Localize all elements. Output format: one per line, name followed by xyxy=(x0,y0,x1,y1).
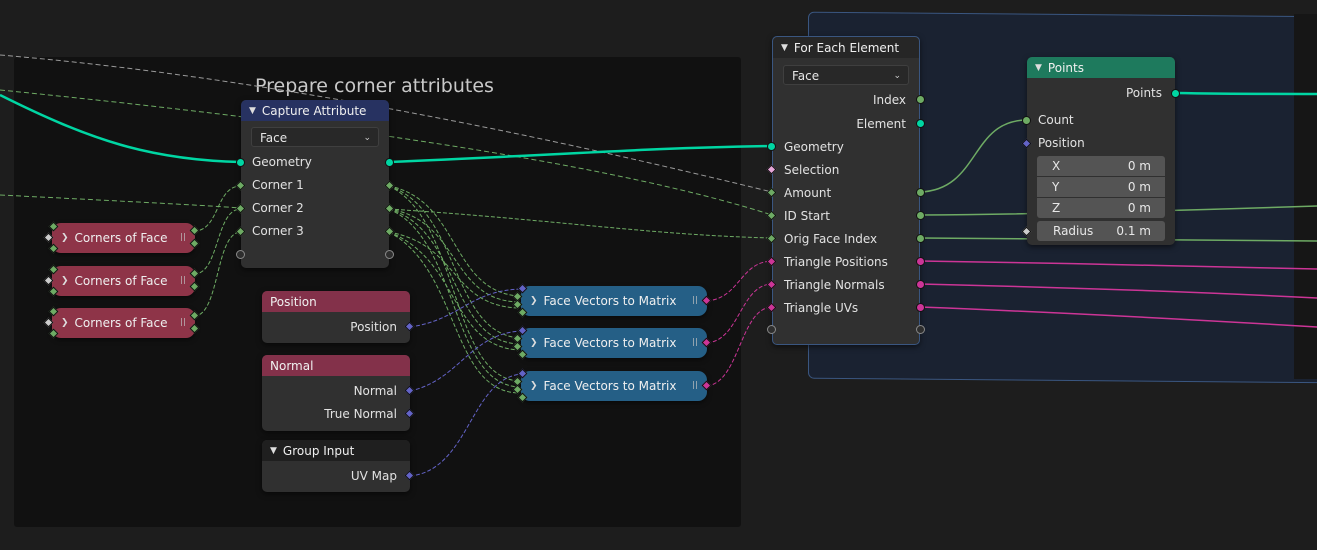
for-each-selection-label: Selection xyxy=(784,163,840,177)
corners-of-face-node-3[interactable]: ❯ Corners of Face | | xyxy=(52,308,195,338)
link-dashed-1 xyxy=(0,54,773,193)
face-vectors-to-matrix-node-1[interactable]: ❯ Face Vectors to Matrix | | xyxy=(521,286,707,316)
points-count-label: Count xyxy=(1038,113,1074,127)
chevron-right-icon[interactable]: ❯ xyxy=(530,381,538,391)
points-radius-field[interactable]: Radius 0.1 m xyxy=(1037,221,1165,241)
for-each-header[interactable]: ▼ For Each Element xyxy=(773,37,919,58)
grip-icon: | | xyxy=(692,380,698,389)
points-count-in-socket[interactable] xyxy=(1022,116,1031,125)
for-each-amount-out-socket[interactable] xyxy=(916,188,925,197)
points-output-label: Points xyxy=(1125,86,1162,100)
for-each-amount-label: Amount xyxy=(784,186,832,200)
normal-node[interactable]: Normal Normal True Normal xyxy=(262,355,410,431)
points-title: Points xyxy=(1047,60,1084,75)
chevron-right-icon[interactable]: ❯ xyxy=(61,318,69,328)
position-node[interactable]: Position Position xyxy=(262,291,410,343)
for-each-triangle-normals-out-socket[interactable] xyxy=(916,280,925,289)
face-vectors-to-matrix-node-2[interactable]: ❯ Face Vectors to Matrix | | xyxy=(521,328,707,358)
capture-attribute-header[interactable]: ▼ Capture Attribute xyxy=(241,100,389,121)
capture-extend-in-socket[interactable] xyxy=(236,250,245,259)
position-output-label: Position xyxy=(350,320,397,334)
for-each-geometry-label: Geometry xyxy=(784,140,844,154)
normal-title: Normal xyxy=(270,358,314,373)
capture-geometry-label: Geometry xyxy=(252,155,312,169)
chevron-down-icon[interactable]: ▼ xyxy=(781,42,788,53)
corners-of-face-node-2[interactable]: ❯ Corners of Face | | xyxy=(52,266,195,296)
points-header[interactable]: ▼ Points xyxy=(1027,57,1175,78)
grip-icon: | | xyxy=(180,232,186,241)
link-corner1 xyxy=(193,185,242,232)
grip-icon: | | xyxy=(692,337,698,346)
index-out-socket[interactable] xyxy=(916,95,925,104)
points-node[interactable]: ▼ Points Points Count Position X 0 m Y 0… xyxy=(1027,57,1175,245)
capture-corner2-label: Corner 2 xyxy=(252,201,304,215)
chevron-down-icon: ⌄ xyxy=(363,133,371,143)
corners-of-face-node-1[interactable]: ❯ Corners of Face | | xyxy=(52,223,195,253)
for-each-geometry-in-socket[interactable] xyxy=(767,142,776,151)
frame-title: Prepare corner attributes xyxy=(255,75,494,97)
chevron-down-icon[interactable]: ▼ xyxy=(1035,62,1042,73)
for-each-element-node[interactable]: ▼ For Each Element Face ⌄ Index Element … xyxy=(772,36,920,345)
points-x-field[interactable]: X 0 m xyxy=(1037,156,1165,176)
points-out-socket[interactable] xyxy=(1171,89,1180,98)
capture-corner1-label: Corner 1 xyxy=(252,178,304,192)
normal-header[interactable]: Normal xyxy=(262,355,410,376)
grip-icon: | | xyxy=(692,295,698,304)
position-title: Position xyxy=(270,294,317,309)
capture-corner3-label: Corner 3 xyxy=(252,224,304,238)
link-geometry-in xyxy=(0,93,242,164)
for-each-orig-face-index-out-socket[interactable] xyxy=(916,234,925,243)
uv-map-output-label: UV Map xyxy=(350,469,397,483)
points-y-field[interactable]: Y 0 m xyxy=(1037,177,1165,197)
chevron-down-icon[interactable]: ▼ xyxy=(249,105,256,116)
for-each-extend-out-socket[interactable] xyxy=(916,325,925,334)
chevron-right-icon[interactable]: ❯ xyxy=(530,338,538,348)
group-input-node[interactable]: ▼ Group Input UV Map xyxy=(262,440,410,492)
grip-icon: | | xyxy=(180,317,186,326)
for-each-id-start-label: ID Start xyxy=(784,209,830,223)
link-corner3 xyxy=(193,231,242,317)
dark-node-edge xyxy=(1294,14,1317,379)
capture-geometry-out-socket[interactable] xyxy=(385,158,394,167)
capture-domain-select[interactable]: Face ⌄ xyxy=(251,127,379,147)
capture-attribute-title: Capture Attribute xyxy=(261,103,367,118)
capture-attribute-node[interactable]: ▼ Capture Attribute Face ⌄ Geometry Corn… xyxy=(241,100,389,268)
chevron-down-icon: ⌄ xyxy=(893,71,901,81)
link-dashed-2 xyxy=(0,89,773,216)
for-each-triangle-positions-out-socket[interactable] xyxy=(916,257,925,266)
for-each-id-start-out-socket[interactable] xyxy=(916,211,925,220)
element-out-socket[interactable] xyxy=(916,119,925,128)
capture-extend-out-socket[interactable] xyxy=(385,250,394,259)
link-corner2 xyxy=(193,208,242,275)
capture-geometry-in-socket[interactable] xyxy=(236,158,245,167)
points-position-label: Position xyxy=(1038,136,1085,150)
for-each-orig-face-index-label: Orig Face Index xyxy=(784,232,878,246)
group-input-title: Group Input xyxy=(282,443,355,458)
chevron-right-icon[interactable]: ❯ xyxy=(61,233,69,243)
chevron-right-icon[interactable]: ❯ xyxy=(530,296,538,306)
chevron-right-icon[interactable]: ❯ xyxy=(61,276,69,286)
link-points-out xyxy=(1175,91,1317,96)
chevron-down-icon[interactable]: ▼ xyxy=(270,445,277,456)
true-normal-output-label: True Normal xyxy=(324,407,397,421)
index-output-label: Index xyxy=(872,93,906,107)
points-z-field[interactable]: Z 0 m xyxy=(1037,198,1165,218)
element-output-label: Element xyxy=(856,117,906,131)
link-dashed-3 xyxy=(0,194,242,209)
position-header[interactable]: Position xyxy=(262,291,410,312)
face-vectors-to-matrix-node-3[interactable]: ❯ Face Vectors to Matrix | | xyxy=(521,371,707,401)
for-each-extend-in-socket[interactable] xyxy=(767,325,776,334)
for-each-triangle-positions-label: Triangle Positions xyxy=(784,255,888,269)
normal-output-label: Normal xyxy=(353,384,397,398)
grip-icon: | | xyxy=(180,275,186,284)
for-each-domain-select[interactable]: Face ⌄ xyxy=(783,65,909,85)
group-input-header[interactable]: ▼ Group Input xyxy=(262,440,410,461)
for-each-triangle-uvs-label: Triangle UVs xyxy=(784,301,859,315)
link-geometry-out xyxy=(388,144,773,164)
for-each-triangle-uvs-out-socket[interactable] xyxy=(916,303,925,312)
for-each-title: For Each Element xyxy=(793,40,900,55)
for-each-triangle-normals-label: Triangle Normals xyxy=(784,278,885,292)
